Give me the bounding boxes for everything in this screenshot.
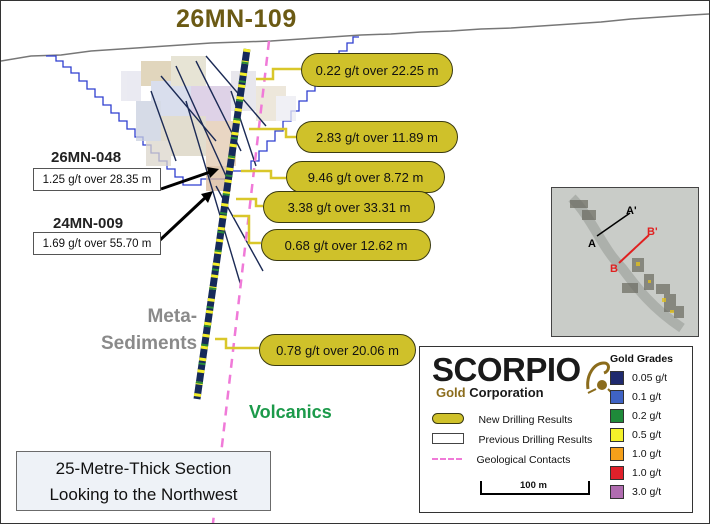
grade-row: 1.0 g/t	[610, 447, 661, 461]
grade-swatch	[610, 390, 624, 404]
inset-label-B-prime: B'	[647, 226, 658, 238]
result-callout: 9.46 g/t over 8.72 m	[286, 161, 445, 193]
result-callout: 0.78 g/t over 20.06 m	[259, 334, 416, 366]
grades-title: Gold Grades	[610, 353, 674, 365]
section-line-BB	[618, 234, 650, 264]
grade-label: 1.0 g/t	[632, 466, 662, 479]
metasediments-line2: Sediments	[101, 333, 198, 354]
new-results-swatch	[432, 413, 464, 425]
grade-row: 1.0 g/t	[610, 466, 661, 480]
metasediments-label: Meta- Sediments	[101, 303, 197, 357]
drillhole-26MN-109	[193, 48, 251, 400]
contacts-swatch	[432, 457, 462, 460]
legend-label: Previous Drilling Results	[478, 434, 593, 446]
grade-swatch	[610, 371, 624, 385]
grade-swatch	[610, 485, 624, 499]
previous-result-box: 1.69 g/t over 55.70 m	[33, 232, 161, 255]
grade-row: 0.1 g/t	[610, 390, 661, 404]
grade-row: 0.05 g/t	[610, 371, 667, 385]
grade-swatch	[610, 466, 624, 480]
legend-label: Geological Contacts	[476, 454, 571, 466]
grade-label: 1.0 g/t	[632, 447, 662, 460]
inset-label-A: A	[588, 238, 596, 250]
scale-label: 100 m	[520, 480, 547, 491]
logo-subline: Gold Corporation	[436, 385, 544, 400]
legend-panel: SCORPIO Gold Corporation New Drilling Re…	[419, 346, 693, 513]
inset-label-B: B	[610, 263, 618, 275]
section-line-AA	[596, 212, 631, 237]
geological-contact-line	[211, 40, 271, 523]
previous-result-box: 1.25 g/t over 28.35 m	[33, 168, 161, 191]
logo-corporation-word: Corporation	[469, 385, 544, 400]
result-callout: 3.38 g/t over 33.31 m	[263, 191, 435, 223]
grade-swatch	[610, 428, 624, 442]
inset-map-drawing: A A' B B'	[552, 188, 698, 336]
drillhole-title: 26MN-109	[176, 5, 297, 33]
metasediments-line1: Meta-	[147, 306, 198, 327]
section-note-line1: 25-Metre-Thick Section	[55, 459, 232, 478]
topography-line	[1, 13, 709, 62]
section-note-box: 25-Metre-Thick Section Looking to the No…	[16, 451, 271, 511]
result-callout: 0.68 g/t over 12.62 m	[261, 229, 431, 261]
volcanics-label: Volcanics	[249, 402, 332, 422]
scale-bar: 100 m	[480, 480, 590, 495]
grade-row: 3.0 g/t	[610, 485, 661, 499]
legend-label: New Drilling Results	[478, 414, 573, 426]
result-callout: 0.22 g/t over 22.25 m	[301, 53, 453, 87]
grade-label: 0.5 g/t	[632, 428, 662, 441]
grade-label: 3.0 g/t	[632, 485, 662, 498]
legend-item-contacts: Geological Contacts	[432, 450, 570, 468]
arrow-24MN-009	[157, 194, 209, 243]
grade-label: 0.2 g/t	[632, 409, 662, 422]
grade-row: 0.5 g/t	[610, 428, 661, 442]
result-callout: 2.83 g/t over 11.89 m	[296, 121, 458, 153]
grade-swatch	[610, 409, 624, 423]
scorpion-icon	[586, 361, 612, 394]
result-leaders	[215, 67, 301, 350]
legend-item-previous: Previous Drilling Results	[432, 430, 592, 448]
previous-hole-label: 26MN-048	[51, 149, 122, 166]
arrow-26MN-048	[160, 169, 214, 191]
previous-hole-label: 24MN-009	[53, 215, 124, 232]
logo-gold-word: Gold	[436, 385, 466, 400]
section-note-line2: Looking to the Northwest	[49, 485, 238, 504]
previous-results-swatch	[432, 433, 464, 445]
grade-row: 0.2 g/t	[610, 409, 661, 423]
legend-item-new: New Drilling Results	[432, 410, 572, 428]
inset-location-map: A A' B B'	[551, 187, 699, 337]
grade-label: 0.1 g/t	[632, 390, 662, 403]
inset-label-A-prime: A'	[626, 205, 637, 217]
grade-label: 0.05 g/t	[632, 371, 668, 384]
company-logo: SCORPIO Gold Corporation	[432, 351, 612, 400]
grade-swatch	[610, 447, 624, 461]
logo-wordmark: SCORPIO	[432, 351, 581, 388]
